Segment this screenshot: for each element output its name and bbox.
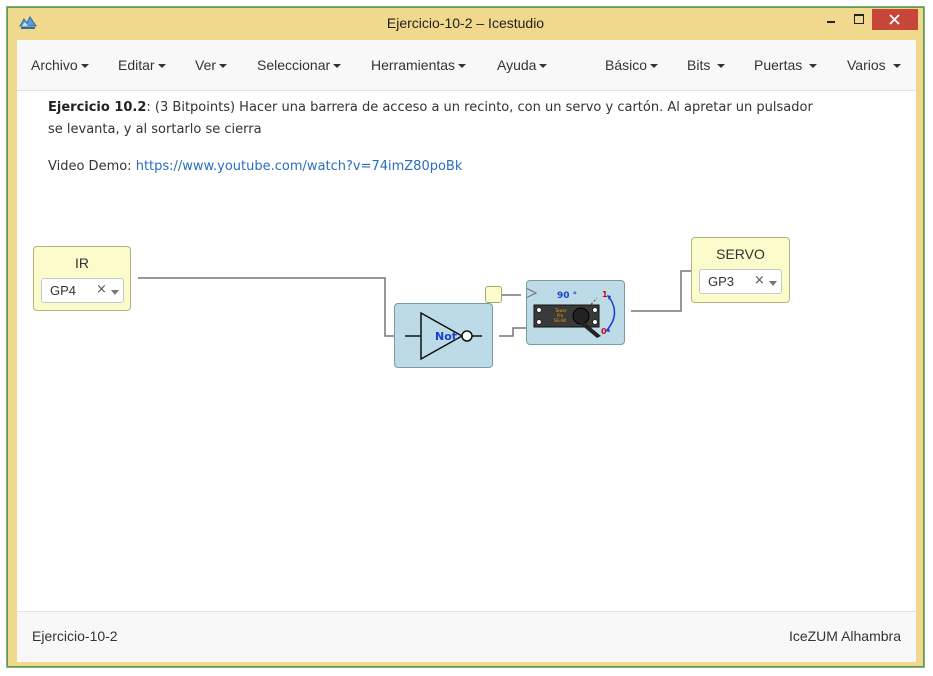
menu-label: Varios: [847, 57, 886, 73]
dropdown-arrow-icon[interactable]: [111, 290, 119, 295]
caret-down-icon: [333, 64, 342, 69]
menu-archivo[interactable]: Archivo: [31, 57, 89, 73]
servo-block[interactable]: 90 ° 1 0 Tower Pro SG-90: [525, 280, 625, 345]
board-name[interactable]: IceZUM Alhambra: [788, 628, 901, 644]
input-pin-select[interactable]: GP4 ×: [41, 278, 124, 303]
constant-input-block[interactable]: [485, 286, 502, 303]
status-bar: Ejercicio-10-2 IceZUM Alhambra: [17, 611, 916, 662]
caret-down-icon: [458, 64, 467, 69]
video-demo-label: Video Demo:: [48, 159, 136, 174]
project-name: Ejercicio-10-2: [32, 628, 118, 644]
window-title: Ejercicio-10-2 – Icestudio: [386, 15, 545, 31]
caret-down-icon: [219, 64, 228, 69]
menu-editar[interactable]: Editar: [118, 57, 166, 73]
info-line-1: Ejercicio 10.2: (3 Bitpoints) Hacer una …: [48, 100, 813, 115]
wire-not-to-servo: [499, 327, 533, 337]
exercise-description: : (3 Bitpoints) Hacer una barrera de acc…: [146, 100, 813, 115]
close-button[interactable]: [872, 9, 918, 30]
info-line-2: se levanta, y al sortarlo se cierra: [48, 122, 262, 137]
servo-icon: 90 ° 1 0 Tower Pro SG-90: [525, 287, 616, 338]
app-window: Ejercicio-10-2 – Icestudio Archivo Edita…: [7, 7, 924, 667]
maximize-button[interactable]: [845, 9, 873, 30]
menu-bits[interactable]: Bits: [687, 57, 726, 73]
menu-herramientas[interactable]: Herramientas: [371, 57, 467, 73]
dropdown-arrow-icon[interactable]: [769, 281, 777, 286]
menu-ver[interactable]: Ver: [195, 57, 228, 73]
icestudio-logo-icon: [19, 16, 37, 29]
caret-down-icon: [80, 64, 89, 69]
output-block-servo[interactable]: SERVO GP3 ×: [691, 237, 790, 303]
servo-angle-label: 90 °: [557, 291, 577, 301]
video-demo-link[interactable]: https://www.youtube.com/watch?v=74imZ80p…: [135, 159, 463, 174]
menu-label: Herramientas: [371, 57, 456, 73]
menu-seleccionar[interactable]: Seleccionar: [257, 57, 342, 73]
servo-one-label: 1: [602, 290, 608, 299]
client-area: Archivo Editar Ver Seleccionar Herramien…: [17, 40, 916, 662]
menu-label: Ayuda: [497, 57, 537, 73]
servo-chip-text-2: Pro: [557, 313, 564, 318]
clear-icon[interactable]: ×: [754, 273, 765, 288]
menu-label: Puertas: [754, 57, 803, 73]
caret-down-icon: [157, 64, 166, 69]
input-block-label: IR: [75, 255, 89, 271]
menu-puertas[interactable]: Puertas: [754, 57, 818, 73]
menu-label: Editar: [118, 57, 155, 73]
not-gate-block[interactable]: Not: [394, 303, 493, 368]
servo-chip-text-1: Tower: [554, 308, 567, 313]
caret-down-icon: [809, 64, 818, 69]
output-block-label: SERVO: [716, 246, 765, 262]
servo-zero-label: 0: [601, 327, 607, 336]
exercise-title: Ejercicio 10.2: [48, 100, 147, 115]
input-pin-value: GP4: [50, 283, 77, 298]
caret-down-icon: [539, 64, 548, 69]
not-gate-label: Not: [435, 330, 457, 343]
menu-bar: Archivo Editar Ver Seleccionar Herramien…: [17, 40, 916, 91]
not-gate-icon: Not: [405, 311, 482, 361]
menu-label: Básico: [605, 57, 648, 73]
output-pin-select[interactable]: GP3 ×: [699, 269, 782, 294]
video-demo-line: Video Demo: https://www.youtube.com/watc…: [48, 159, 462, 174]
menu-ayuda[interactable]: Ayuda: [497, 57, 548, 73]
wire-ir-to-not: [138, 277, 405, 337]
menu-label: Ver: [195, 57, 217, 73]
menu-label: Seleccionar: [257, 57, 331, 73]
menu-varios[interactable]: Varios: [847, 57, 901, 73]
caret-down-icon: [892, 64, 901, 69]
menu-label: Bits: [687, 57, 711, 73]
close-icon: [889, 14, 900, 25]
servo-chip-text-3: SG-90: [554, 318, 567, 323]
minimize-button[interactable]: [817, 9, 845, 30]
title-bar[interactable]: Ejercicio-10-2 – Icestudio: [8, 8, 923, 40]
input-block-ir[interactable]: IR GP4 ×: [33, 246, 131, 311]
clear-icon[interactable]: ×: [96, 282, 107, 297]
output-pin-value: GP3: [708, 274, 735, 289]
menu-label: Archivo: [31, 57, 78, 73]
menu-basico[interactable]: Básico: [605, 57, 659, 73]
caret-down-icon: [650, 64, 659, 69]
caret-down-icon: [717, 64, 726, 69]
